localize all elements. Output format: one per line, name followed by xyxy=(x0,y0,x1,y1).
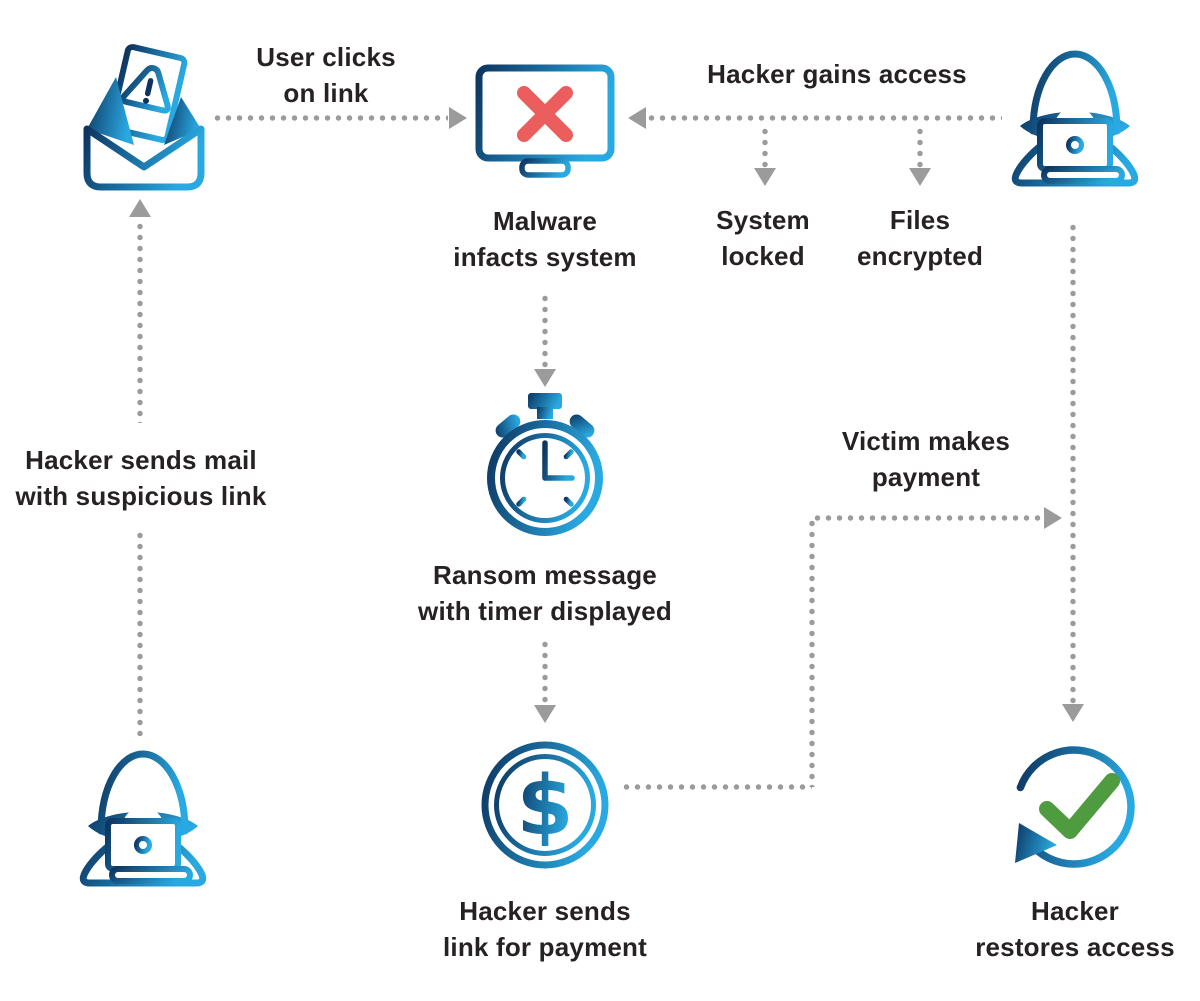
dollar-glyph: $ xyxy=(516,759,573,854)
victim-payment-label: Victim makes payment xyxy=(841,426,1011,492)
arrowhead-mail-to-monitor xyxy=(449,107,467,129)
hacker-gains-label: Hacker gains access xyxy=(707,59,967,89)
arrowhead-system-locked xyxy=(754,168,776,186)
connector-hacker-to-restore xyxy=(1070,222,1076,704)
restore-access-icon xyxy=(1009,741,1141,873)
arrowhead-hacker-to-restore xyxy=(1062,704,1084,722)
malware-label: Malware infacts system xyxy=(453,206,637,272)
error-x-icon xyxy=(517,86,573,142)
warning-triangle-icon xyxy=(120,65,171,114)
circular-arrow-icon xyxy=(1016,746,1135,868)
user-clicks-label: User clicks on link xyxy=(256,42,396,108)
arrowhead-files-encrypted xyxy=(909,168,931,186)
hacker-sends-mail-label: Hacker sends mail with suspicious link xyxy=(15,445,267,511)
warning-letter xyxy=(107,44,188,143)
system-locked-label: System locked xyxy=(716,205,810,271)
connector-branch-system-locked xyxy=(762,126,768,170)
hacker-sends-link-label: Hacker sends link for payment xyxy=(442,896,647,962)
circular-arrowhead xyxy=(1015,823,1057,863)
ransom-timer-icon xyxy=(484,390,606,540)
hacker-restores-label: Hacker restores access xyxy=(975,896,1175,962)
connector-mail-to-monitor xyxy=(212,115,448,121)
connector-hacker-to-mail-lower xyxy=(137,530,143,736)
laptop-icon xyxy=(1037,118,1125,184)
hacker-icon xyxy=(68,747,218,889)
connector-payment-out xyxy=(621,784,812,790)
connector-payment-up xyxy=(809,518,815,787)
laptop-icon xyxy=(105,818,193,884)
mail-warning-icon xyxy=(82,44,206,192)
connector-branch-files-encrypted xyxy=(917,126,923,170)
connector-timer-to-payment xyxy=(542,639,548,705)
connector-payment-to-restore xyxy=(812,515,1044,521)
payment-dollar-icon: $ xyxy=(480,740,610,870)
arrowhead-monitor-to-timer xyxy=(534,369,556,387)
checkmark-icon xyxy=(1039,773,1120,839)
connector-monitor-to-timer xyxy=(542,293,548,369)
arrowhead-payment-to-restore xyxy=(1044,507,1062,529)
files-encrypted-label: Files encrypted xyxy=(856,205,984,271)
hacker-icon xyxy=(1000,47,1150,189)
arrowhead-timer-to-payment xyxy=(534,705,556,723)
infected-monitor-icon xyxy=(475,64,615,179)
clock-hands xyxy=(542,440,575,481)
connector-hacker-to-mail-upper xyxy=(137,221,143,423)
arrowhead-hacker-to-monitor xyxy=(628,107,646,129)
arrowhead-hacker-to-mail xyxy=(129,199,151,217)
ransom-message-label: Ransom message with timer displayed xyxy=(418,560,672,626)
connector-hacker-to-monitor xyxy=(646,115,1002,121)
